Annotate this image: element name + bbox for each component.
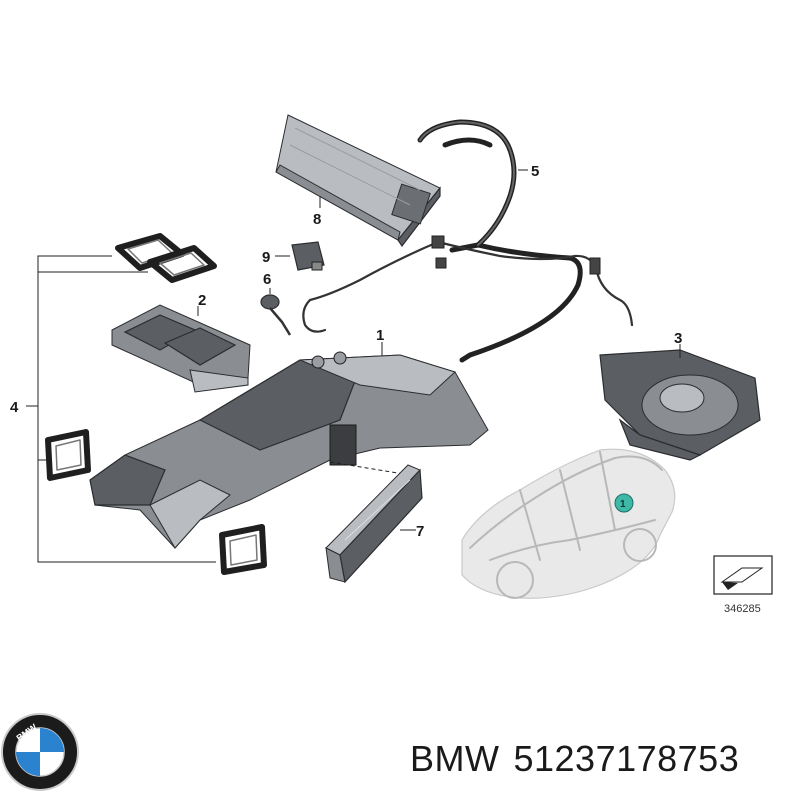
- reference-number: 346285: [724, 603, 761, 615]
- wiring-harness: [302, 235, 634, 333]
- callout-6: 6: [263, 271, 271, 288]
- reference-box: [713, 555, 773, 595]
- callout-9: 9: [262, 249, 270, 266]
- callout-5: 5: [531, 163, 539, 180]
- callout-2: 2: [198, 292, 206, 309]
- svg-text:1: 1: [620, 499, 626, 510]
- callout-4: 4: [10, 399, 19, 416]
- callout-1: 1: [376, 327, 384, 344]
- caption-brand: BMW: [410, 738, 500, 779]
- callout-7: 7: [416, 523, 424, 540]
- part-2-duct-outlet: [111, 304, 251, 393]
- part-caption: BMW 51237178753: [410, 738, 753, 780]
- part-4-gaskets: [45, 233, 267, 575]
- part-8-control-module: [275, 114, 441, 248]
- part-7-heater-core: [325, 464, 423, 584]
- location-marker: 1: [614, 493, 634, 513]
- callout-8: 8: [313, 211, 321, 228]
- callout-4-bracket: [26, 255, 216, 563]
- part-3-blower: [599, 349, 761, 461]
- car-body-locator: [461, 448, 676, 599]
- bmw-logo: BMW: [1, 713, 79, 791]
- part-9-relay: [291, 241, 325, 271]
- part-6-sensor: [260, 294, 292, 336]
- caption-part-number: 51237178753: [513, 738, 740, 779]
- callout-3: 3: [674, 330, 682, 347]
- part-1-heater-housing: [89, 351, 489, 549]
- part-5-hose: [417, 119, 583, 363]
